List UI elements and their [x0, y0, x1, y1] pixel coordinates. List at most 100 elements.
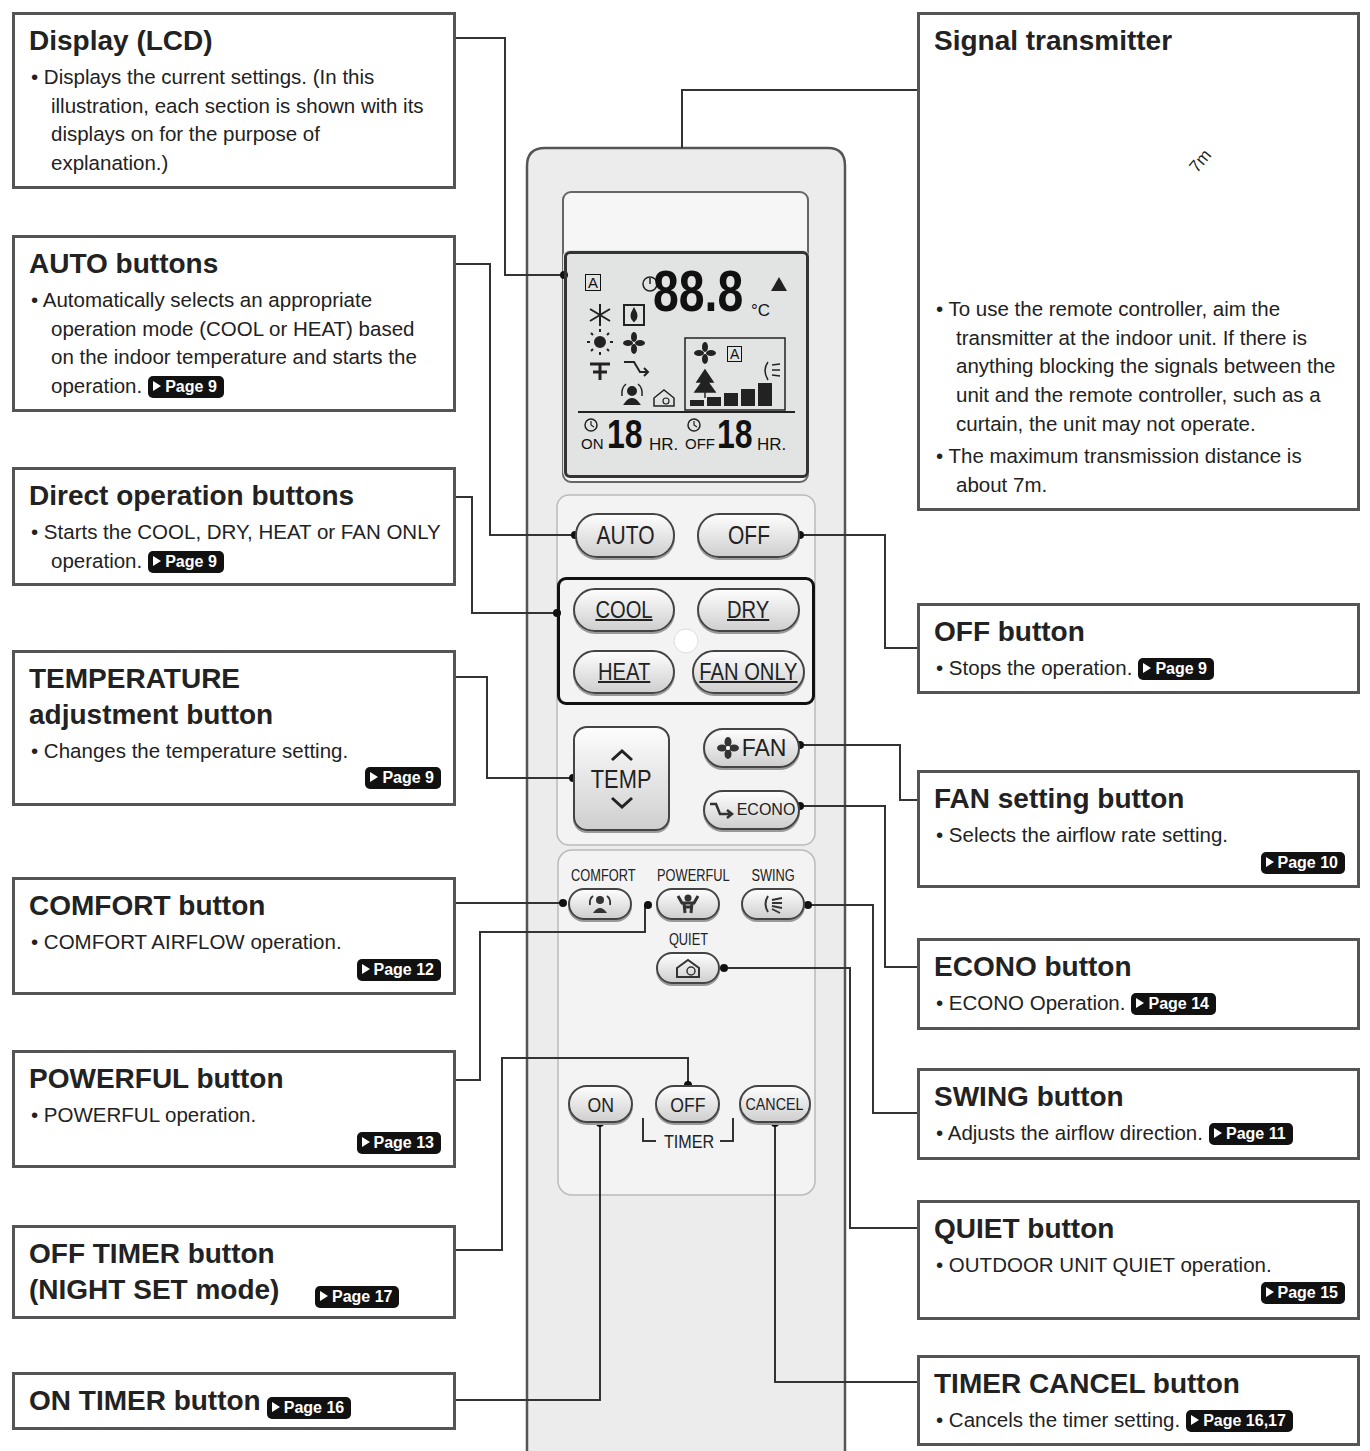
drawing-part — [720, 1118, 733, 1141]
badge-row: Page 15 — [934, 1282, 1345, 1304]
drawing-part — [724, 749, 731, 759]
callout-box: QUIET button• OUTDOOR UNIT QUIET operati… — [917, 1200, 1360, 1320]
button-icon — [708, 800, 734, 820]
drawing-part — [717, 745, 727, 752]
leader-path — [456, 264, 575, 535]
drawing-part — [623, 340, 633, 346]
leader-path — [800, 535, 917, 648]
body-text: • Selects the airflow rate setting. — [936, 823, 1228, 846]
drawing-part — [593, 908, 607, 913]
remote-button: OFF — [697, 513, 800, 558]
callout-body: • Selects the airflow rate setting. — [934, 821, 1345, 850]
page-badge: Page 13 — [357, 1132, 441, 1154]
drawing-part — [765, 362, 780, 380]
body-text: • Changes the temperature setting. — [31, 739, 348, 762]
drawing-part — [760, 893, 786, 915]
callout-body: • Cancels the timer setting.Page 16,17 — [934, 1406, 1345, 1435]
callout-heading: AUTO buttons — [29, 246, 441, 282]
drawing-part — [624, 305, 644, 325]
body-text: • Cancels the timer setting. — [936, 1408, 1180, 1431]
panel-dot — [674, 629, 698, 653]
page-badge: Page 9 — [1138, 658, 1214, 680]
callout-heading: ECONO button — [934, 949, 1345, 985]
button-label: COOL — [595, 598, 652, 622]
button-label: FAN — [742, 737, 787, 760]
leader-path — [456, 38, 564, 275]
remote-button: OFF — [655, 1085, 720, 1123]
leader-dot — [720, 964, 728, 972]
page-badge: Page 14 — [1131, 993, 1215, 1015]
callout-heading: FAN setting button — [934, 781, 1345, 817]
drawing-part — [690, 383, 772, 406]
button-caption: POWERFUL — [657, 868, 730, 884]
drawing-part — [687, 967, 695, 975]
upper-panel — [557, 495, 815, 845]
lcd-display: A88.8°CAON18HR.OFF18HR. — [564, 251, 809, 478]
callout-heading: SWING button — [934, 1079, 1345, 1115]
button-icon — [717, 737, 739, 759]
button-label: ON — [587, 1094, 613, 1115]
lcd-ground — [563, 250, 809, 478]
callout-box: OFF button• Stops the operation.Page 9 — [917, 603, 1360, 694]
chevron-down — [607, 796, 637, 810]
callout-body: • The maximum transmission distance is a… — [934, 442, 1345, 499]
page-badge: Page 9 — [365, 767, 441, 789]
drawing-part — [694, 421, 697, 427]
callout-heading: OFF TIMER button (NIGHT SET mode) — [29, 1236, 309, 1308]
drawing-part — [612, 798, 632, 807]
button-label: AUTO — [596, 523, 654, 548]
badge-row: Page 12 — [29, 959, 441, 981]
callout-box: TEMPERATURE adjustment button • Changes t… — [12, 650, 456, 806]
body-text: • POWERFUL operation. — [31, 1103, 256, 1126]
drawing-part — [710, 804, 732, 818]
drawing-part — [663, 398, 669, 404]
drawing-part — [623, 332, 645, 354]
drawing-part — [587, 893, 613, 915]
button-label: OFF — [670, 1094, 705, 1115]
lcd-text: 88.8 — [653, 262, 743, 320]
leader-line — [720, 964, 917, 1228]
badge-row: Page 9 — [29, 767, 441, 789]
drawing-part — [631, 344, 637, 354]
callout-box: OFF TIMER button (NIGHT SET mode)Page 17 — [12, 1225, 456, 1319]
lcd-text: 18 — [717, 414, 753, 454]
lcd-text: 18 — [607, 414, 643, 454]
leader-line — [456, 1119, 604, 1400]
remote-button: FAN — [703, 728, 800, 768]
drawing-part — [729, 745, 739, 752]
drawing-part — [654, 390, 674, 406]
remote-window — [563, 192, 808, 482]
callout-heading: TEMPERATURE adjustment button — [29, 661, 329, 733]
lower-panel — [558, 850, 815, 1195]
callout-heading: ON TIMER button — [29, 1383, 261, 1419]
leader-dot — [644, 901, 652, 909]
drawing-part — [596, 896, 604, 904]
transmitter-leader — [682, 90, 917, 148]
drawing-part — [585, 419, 597, 431]
callout-box: ON TIMER buttonPage 16 — [12, 1372, 456, 1430]
button-label: CANCEL — [746, 1096, 804, 1113]
button-caption: SWING — [751, 868, 794, 884]
leader-path — [456, 1123, 600, 1400]
body-text: • COMFORT AIRFLOW operation. — [31, 930, 342, 953]
drawing-part — [628, 387, 636, 395]
button-caption: QUIET — [668, 932, 707, 948]
labelled-button: SWING — [738, 866, 808, 924]
button-group: COOLDRYHEATFAN ONLY — [557, 577, 815, 705]
drawing-part — [578, 411, 795, 413]
leader-line — [456, 899, 567, 907]
drawing-part — [685, 338, 785, 410]
callout-box: POWERFUL button• POWERFUL operation.Page… — [12, 1050, 456, 1168]
button-pill — [741, 888, 805, 920]
callout-body: • COMFORT AIRFLOW operation. — [29, 928, 441, 957]
lcd-text: ON — [581, 436, 604, 451]
remote-button: ON — [568, 1085, 633, 1123]
button-label: FAN ONLY — [699, 660, 797, 684]
drawing-part — [694, 350, 704, 356]
leader-path — [456, 497, 557, 613]
drawing-part — [632, 309, 637, 321]
note-label: TIMER — [664, 1132, 714, 1151]
drawing-part — [726, 746, 730, 750]
leader-dot — [804, 901, 812, 909]
button-label: TEMP — [591, 766, 652, 792]
